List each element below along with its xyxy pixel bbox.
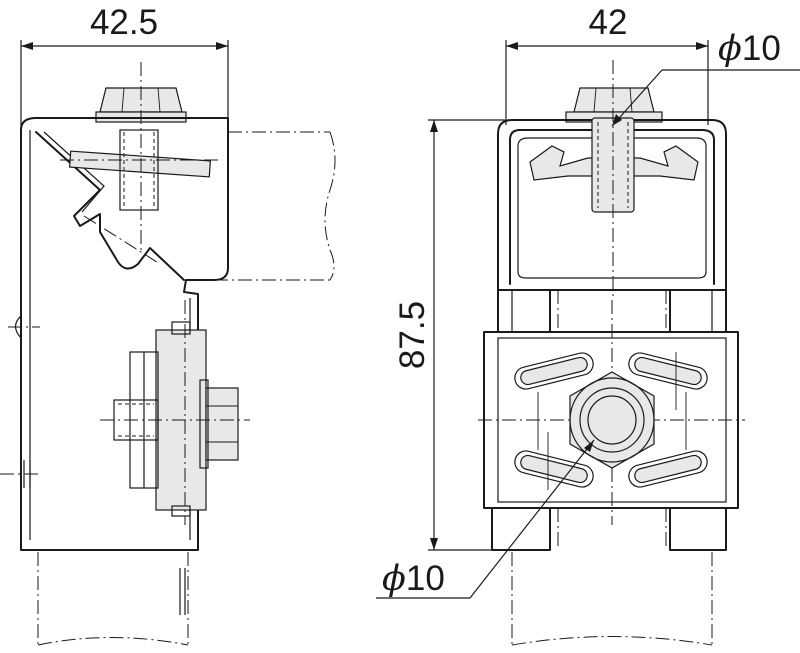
height-label: 87.5 [393, 301, 432, 369]
leader-top-diameter: ϕ10 [611, 29, 800, 127]
front-bolt-head [565, 87, 663, 123]
dimension-front-width: 42 [505, 3, 709, 125]
front-bracket-body [497, 119, 727, 291]
bottom-diameter-label: ϕ10 [382, 559, 445, 599]
top-diameter-label: ϕ10 [718, 29, 781, 69]
slot-holes [514, 352, 708, 488]
front-width-label: 42 [589, 3, 628, 42]
leader-bottom-diameter: ϕ10 [376, 439, 595, 599]
side-clamp-profile [35, 131, 185, 281]
front-lower-plate [478, 300, 745, 525]
side-width-label: 42.5 [90, 3, 158, 42]
side-bracket-body [20, 117, 229, 551]
front-view: 42 87.5 [376, 3, 800, 646]
side-lower-clamp [100, 300, 250, 525]
side-view: 42.5 [0, 3, 336, 646]
dimension-height: 87.5 [393, 119, 505, 551]
dimension-side-width: 42.5 [20, 3, 229, 160]
